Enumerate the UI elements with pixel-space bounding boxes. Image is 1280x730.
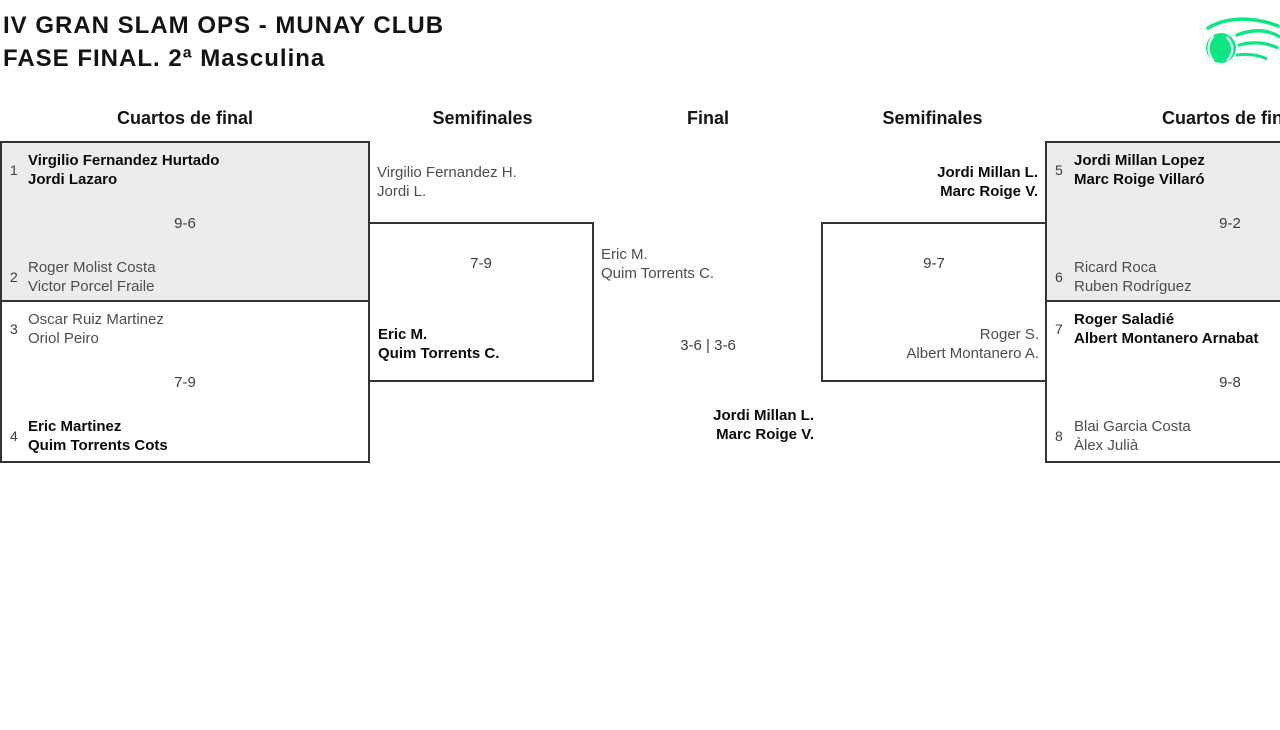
qf3-seed-bottom: 6 <box>1055 269 1063 285</box>
final-team-top: Eric M. Quim Torrents C. <box>601 245 714 283</box>
qf3-player-bottom-2: Ruben Rodríguez <box>1074 278 1192 295</box>
qf3-team-bottom: Ricard Roca Ruben Rodríguez <box>1074 258 1192 296</box>
qf1-player-bottom-1: Roger Molist Costa <box>28 259 156 276</box>
final-team-bottom: Jordi Millan L. Marc Roige V. <box>595 406 814 444</box>
sf-left-team-top: Virgilio Fernandez H. Jordi L. <box>377 163 517 201</box>
sf-left-score: 7-9 <box>470 255 492 272</box>
qf1-seed-top: 1 <box>10 162 18 178</box>
qf1-team-top: Virgilio Fernandez Hurtado Jordi Lazaro <box>28 151 219 189</box>
qf3-player-top-1: Jordi Millan Lopez <box>1074 152 1205 169</box>
sf-right-team-bottom: Roger S. Albert Montanero A. <box>906 325 1039 363</box>
qf1-seed-bottom: 2 <box>10 269 18 285</box>
qf2-player-top-1: Oscar Ruiz Martinez <box>28 311 164 328</box>
sf-right-player-top-2: Marc Roige V. <box>940 183 1038 200</box>
sf-left-player-bottom-1: Eric M. <box>378 326 428 343</box>
page-title-line2: FASE FINAL. 2ª Masculina <box>3 45 326 72</box>
page-title-line1: IV GRAN SLAM OPS - MUNAY CLUB <box>3 12 445 39</box>
match-qf1: 1 Virgilio Fernandez Hurtado Jordi Lazar… <box>2 143 368 302</box>
qf3-seed-top: 5 <box>1055 162 1063 178</box>
sf-left-player-top-1: Virgilio Fernandez H. <box>377 164 517 181</box>
match-qf2: 3 Oscar Ruiz Martinez Oriol Peiro 7-9 4 … <box>2 302 368 461</box>
round-header-semifinals-right: Semifinales <box>882 108 983 128</box>
qf1-score: 9-6 <box>174 215 196 232</box>
qf4-seed-top: 7 <box>1055 321 1063 337</box>
sf-right-score: 9-7 <box>923 255 945 272</box>
qf2-team-bottom: Eric Martinez Quim Torrents Cots <box>28 417 168 455</box>
qf4-seed-bottom: 8 <box>1055 428 1063 444</box>
qf2-score: 7-9 <box>174 374 196 391</box>
final-score: 3-6 | 3-6 <box>680 337 736 354</box>
match-qf3: 5 Jordi Millan Lopez Marc Roige Villaró … <box>1047 143 1280 302</box>
qf2-team-top: Oscar Ruiz Martinez Oriol Peiro <box>28 310 164 348</box>
qf2-player-top-2: Oriol Peiro <box>28 330 99 347</box>
final-player-bottom-2: Marc Roige V. <box>716 426 814 443</box>
qf1-player-top-1: Virgilio Fernandez Hurtado <box>28 152 220 169</box>
final-player-bottom-1: Jordi Millan L. <box>713 407 814 424</box>
qf4-team-top: Roger Saladié Albert Montanero Arnabat <box>1074 310 1258 348</box>
quarterfinals-right-group: 5 Jordi Millan Lopez Marc Roige Villaró … <box>1045 141 1280 463</box>
sf-right-player-top-1: Jordi Millan L. <box>937 164 1038 181</box>
qf1-player-bottom-2: Victor Porcel Fraile <box>28 278 155 295</box>
qf2-seed-bottom: 4 <box>10 428 18 444</box>
final-player-top-1: Eric M. <box>601 246 648 263</box>
tennis-ball-comet-icon <box>1206 17 1280 63</box>
qf4-player-top-1: Roger Saladié <box>1074 311 1175 328</box>
final-player-top-2: Quim Torrents C. <box>601 265 715 282</box>
qf4-team-bottom: Blai Garcia Costa Àlex Julià <box>1074 417 1191 455</box>
round-header-semifinals-left: Semifinales <box>432 108 533 128</box>
round-header-quarterfinals-left: Cuartos de final <box>116 108 254 128</box>
sf-left-player-top-2: Jordi L. <box>377 183 427 200</box>
round-header-quarterfinals-right: Cuartos de final <box>1161 108 1280 128</box>
sf-left-team-bottom: Eric M. Quim Torrents C. <box>378 325 499 363</box>
sf-left-player-bottom-2: Quim Torrents C. <box>378 345 500 362</box>
match-qf4: 7 Roger Saladié Albert Montanero Arnabat… <box>1047 302 1280 461</box>
qf3-team-top: Jordi Millan Lopez Marc Roige Villaró <box>1074 151 1205 189</box>
qf1-player-top-2: Jordi Lazaro <box>28 171 118 188</box>
match-sf-right: 9-7 Roger S. Albert Montanero A. <box>821 222 1045 382</box>
qf2-seed-top: 3 <box>10 321 18 337</box>
qf3-score: 9-2 <box>1219 215 1241 232</box>
qf4-player-bottom-2: Àlex Julià <box>1074 437 1139 454</box>
sf-right-team-top: Jordi Millan L. Marc Roige V. <box>821 163 1038 201</box>
qf3-player-bottom-1: Ricard Roca <box>1074 259 1157 276</box>
quarterfinals-left-group: 1 Virgilio Fernandez Hurtado Jordi Lazar… <box>0 141 370 463</box>
qf4-player-bottom-1: Blai Garcia Costa <box>1074 418 1191 435</box>
qf3-player-top-2: Marc Roige Villaró <box>1074 171 1205 188</box>
qf2-player-bottom-2: Quim Torrents Cots <box>28 437 168 454</box>
sf-right-player-bottom-2: Albert Montanero A. <box>906 345 1039 362</box>
qf4-score: 9-8 <box>1219 374 1241 391</box>
round-header-final: Final <box>686 108 729 128</box>
match-sf-left: 7-9 Eric M. Quim Torrents C. <box>370 222 594 382</box>
qf2-player-bottom-1: Eric Martinez <box>28 418 122 435</box>
sf-right-player-bottom-1: Roger S. <box>979 326 1039 343</box>
qf4-player-top-2: Albert Montanero Arnabat <box>1074 330 1259 347</box>
qf1-team-bottom: Roger Molist Costa Victor Porcel Fraile <box>28 258 156 296</box>
page-title: IV GRAN SLAM OPS - MUNAY CLUB FASE FINAL… <box>3 9 444 75</box>
